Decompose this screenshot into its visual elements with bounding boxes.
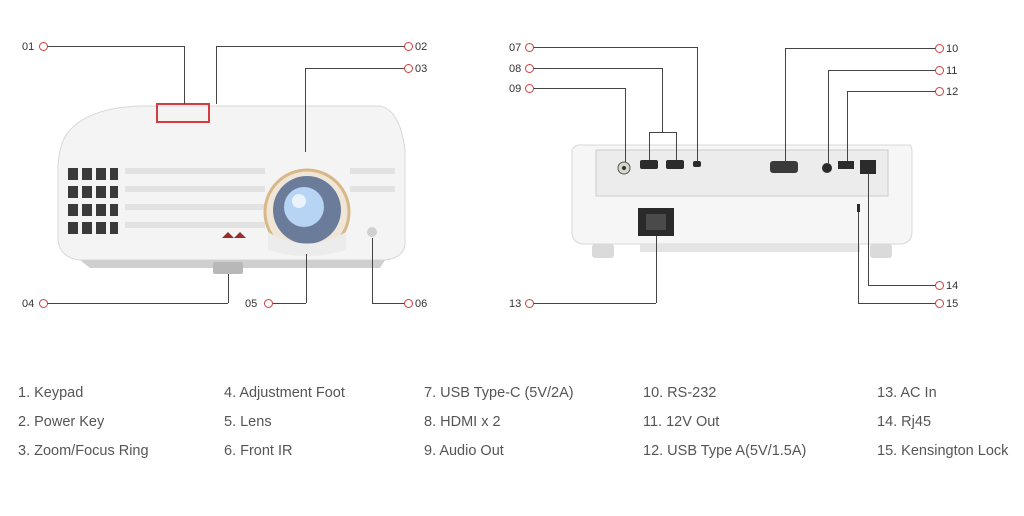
callout-13: 13: [509, 298, 522, 310]
legend-item: 4. Adjustment Foot: [224, 385, 345, 401]
usb-c-port: [693, 161, 701, 167]
legend-item: 15. Kensington Lock: [877, 443, 1009, 459]
legend-column-5: 13. AC In 14. Rj45 15. Kensington Lock: [877, 379, 1008, 466]
legend-item: 8. HDMI x 2: [424, 414, 501, 430]
12v-out-port: [822, 163, 832, 173]
callout-05: 05: [245, 298, 258, 310]
callout-03: 03: [415, 63, 428, 75]
callout-06: 06: [415, 298, 428, 310]
legend-column-2: 4. Adjustment Foot 5. Lens 6. Front IR: [224, 379, 345, 466]
legend-item: 13. AC In: [877, 385, 937, 401]
hdmi-port-2: [666, 160, 684, 169]
adjustment-foot-icon: [213, 262, 243, 274]
callout-12: 12: [946, 86, 959, 98]
rj45-port: [860, 160, 876, 174]
legend-item: 2. Power Key: [18, 414, 105, 430]
kensington-lock-slot: [857, 204, 860, 212]
legend-column-4: 10. RS-232 11. 12V Out 12. USB Type A(5V…: [643, 379, 806, 466]
usb-a-port: [838, 161, 854, 169]
legend-column-1: 1. Keypad 2. Power Key 3. Zoom/Focus Rin…: [18, 379, 149, 466]
legend-item: 6. Front IR: [224, 443, 293, 459]
brand-logo-icon: [222, 232, 246, 238]
projector-rear-view: [571, 144, 913, 258]
legend-item: 10. RS-232: [643, 385, 717, 401]
callout-11: 11: [946, 65, 958, 77]
callout-15: 15: [946, 298, 959, 310]
legend-item: 9. Audio Out: [424, 443, 504, 459]
callout-09: 09: [509, 83, 522, 95]
callout-08: 08: [509, 63, 522, 75]
legend-item: 11. 12V Out: [643, 414, 720, 430]
projector-front-view: [57, 103, 406, 274]
rs232-port: [770, 161, 798, 173]
legend-item: 3. Zoom/Focus Ring: [18, 443, 149, 459]
callout-10: 10: [946, 43, 959, 55]
callout-07: 07: [509, 42, 522, 54]
legend-item: 5. Lens: [224, 414, 272, 430]
front-vent: [68, 168, 118, 234]
keypad-highlight: [156, 103, 210, 123]
legend-item: 1. Keypad: [18, 385, 84, 401]
callout-04: 04: [22, 298, 35, 310]
callout-14: 14: [946, 280, 959, 292]
legend-item: 12. USB Type A(5V/1.5A): [643, 443, 807, 459]
callout-02: 02: [415, 41, 428, 53]
hdmi-port-1: [640, 160, 658, 169]
legend-item: 7. USB Type-C (5V/2A): [424, 385, 574, 401]
legend-item: 14. Rj45: [877, 414, 932, 430]
legend-column-3: 7. USB Type-C (5V/2A) 8. HDMI x 2 9. Aud…: [424, 379, 574, 466]
callout-01: 01: [22, 41, 35, 53]
